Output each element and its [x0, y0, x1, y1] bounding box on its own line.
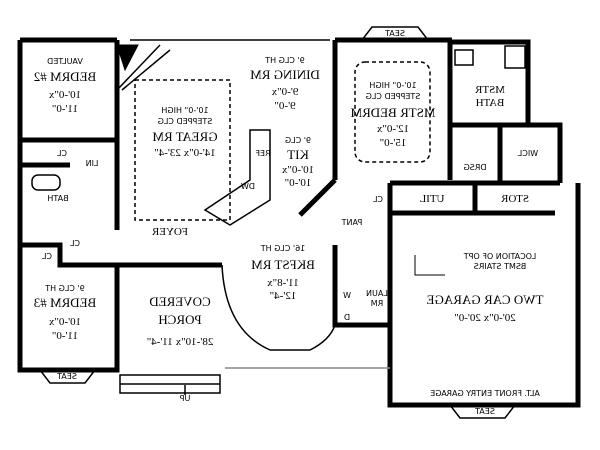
great-dim: 14'-0"x 23'-4" — [154, 147, 216, 159]
porch-l1: COVERED — [149, 294, 211, 309]
laun-l2: RM — [370, 299, 384, 308]
bedrm3-note: 9' CLG HT — [45, 284, 85, 293]
ref-label: REF — [255, 149, 271, 158]
bkfst-dim2: 12'-4" — [269, 290, 297, 302]
garage-dim: 20'-0"x 20'-0" — [454, 312, 516, 324]
kit-name: KIT — [287, 147, 309, 162]
stairs-l1: LOCATION OF OPT — [463, 252, 537, 261]
cl-label-2: CL — [69, 239, 81, 248]
lin-label: LIN — [85, 159, 99, 168]
cl-label-3: CL — [41, 252, 53, 261]
bedrm2-dim2: 11'-0" — [51, 103, 79, 115]
bkfst-note: 16' CLG HT — [260, 244, 306, 253]
seat-label-mstr: SEAT — [385, 29, 405, 38]
laun-l1: LAUN — [366, 289, 388, 298]
mstr-note1: 10'-0" HIGH — [369, 81, 417, 90]
bedrm2-name: BEDRM #2 — [33, 69, 97, 84]
dw-label: DW — [240, 182, 256, 191]
wicl-label: WICL — [517, 149, 539, 158]
bedrm2-dim1: 10'-0"x — [48, 89, 82, 101]
kit-dim1: 10'-0"x — [281, 164, 315, 176]
kit-note: 9' CLG — [284, 136, 312, 145]
porch-dim: 28'-10"x 11'-4" — [146, 336, 214, 348]
drsg-label: DRSG — [463, 163, 487, 172]
cl-label-util: CL — [372, 195, 384, 204]
mstr-name: MSTR BEDRM — [350, 105, 436, 120]
porch-l2: PORCH — [158, 312, 202, 327]
mstr-dim1: 12'-0"x — [376, 123, 410, 135]
dining-dim2: 9'-0" — [274, 100, 296, 112]
great-note2: STEPPED CLG — [157, 117, 213, 126]
cl-label-1: CL — [56, 149, 68, 158]
stairs-l2: BSMT STAIRS — [473, 262, 527, 271]
bedrm3-dim2: 11'-0" — [51, 330, 79, 342]
bedrm3-dim1: 10'-0"x — [48, 316, 82, 328]
mstr-dim2: 15'-0" — [379, 137, 407, 149]
pant-label: PANT — [341, 218, 363, 227]
up-label: UP — [179, 394, 191, 403]
bedrm2-note: VAULTED — [47, 57, 83, 66]
washer-label: W — [343, 291, 351, 300]
dryer-label: D — [343, 313, 351, 322]
seat-label-garage: SEAT — [475, 407, 495, 416]
foyer-label: FOYER — [151, 226, 189, 238]
dining-name: DINING RM — [250, 67, 320, 82]
bedrm3-name: BEDRM #3 — [33, 295, 97, 310]
great-note1: 10'-0" HIGH — [161, 106, 209, 115]
seat-label-bedrm3: SEAT — [57, 372, 77, 381]
util-label: UTIL — [419, 193, 445, 205]
mstr-note2: STEPPED CLG — [365, 92, 421, 101]
mstrbath-l2: BATH — [475, 97, 505, 109]
mstrbath-l1: MSTR — [475, 84, 505, 96]
great-name: GREAT RM — [152, 129, 218, 144]
stor-label: STOR — [501, 193, 529, 205]
garage-name: TWO CAR GARAGE — [426, 292, 544, 307]
kit-dim2: 10'-0" — [284, 177, 312, 189]
garage-alt: ALT. FRONT ENTRY GARAGE — [430, 389, 540, 398]
bkfst-name: BKFST RM — [251, 257, 315, 272]
dining-dim1: 9'-0"x — [271, 86, 299, 98]
bath-label: BATH — [47, 194, 69, 203]
bkfst-dim1: 11'-8"x — [267, 277, 299, 289]
dining-note: 9' CLG HT — [265, 56, 305, 65]
